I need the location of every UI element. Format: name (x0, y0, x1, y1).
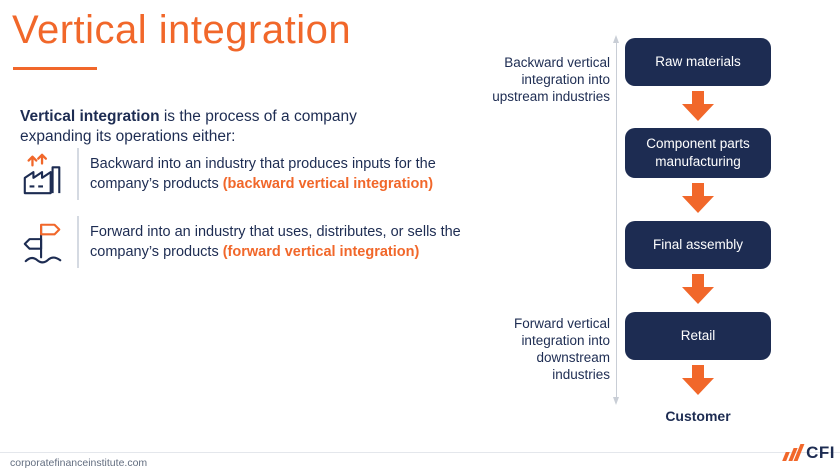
flow-box-raw-materials: Raw materials (625, 38, 771, 86)
bullet-forward-text: Forward into an industry that uses, dist… (90, 222, 462, 263)
intro-text: Vertical integration is the process of a… (20, 107, 360, 149)
bullet-backward-text: Backward into an industry that produces … (90, 154, 462, 195)
page-title: Vertical integration (12, 8, 352, 52)
footer-url: corporatefinanceinstitute.com (10, 457, 148, 469)
bullet-divider (77, 148, 79, 200)
cfi-logo-bars-icon (782, 444, 805, 461)
bullet-divider (77, 216, 79, 268)
title-underline (13, 67, 97, 70)
customer-label: Customer (665, 408, 731, 424)
cfi-logo: CFI (782, 443, 835, 462)
flow-box-final-assembly: Final assembly (625, 221, 771, 269)
downstream-label: Forward vertical integration into downst… (513, 316, 610, 382)
down-arrow-icon (682, 183, 714, 213)
integration-axis-line (613, 35, 619, 405)
intro-bold: Vertical integration (20, 107, 160, 125)
down-arrow-icon (682, 365, 714, 395)
factory-upstream-icon (20, 150, 66, 198)
bullet-backward-highlight: (backward vertical integration) (222, 176, 434, 192)
upstream-label: Backward vertical integration into upstr… (492, 55, 610, 104)
bullet-backward-body: Backward into an industry that produces … (90, 155, 436, 192)
cfi-logo-text: CFI (806, 443, 835, 462)
flow-box-component-parts: Component parts manufacturing (625, 128, 771, 178)
down-arrow-icon (682, 91, 714, 121)
bullet-forward-highlight: (forward vertical integration) (222, 244, 420, 260)
bullet-forward-body: Forward into an industry that uses, dist… (90, 223, 461, 260)
intro-rest: is the process of a company expanding it… (20, 107, 357, 146)
bullet-forward: Forward into an industry that uses, dist… (20, 216, 470, 268)
down-arrow-icon (682, 274, 714, 304)
footer-divider (0, 452, 840, 453)
flow-box-retail: Retail (625, 312, 771, 360)
signpost-downstream-icon (20, 218, 66, 266)
bullet-backward: Backward into an industry that produces … (20, 148, 470, 200)
